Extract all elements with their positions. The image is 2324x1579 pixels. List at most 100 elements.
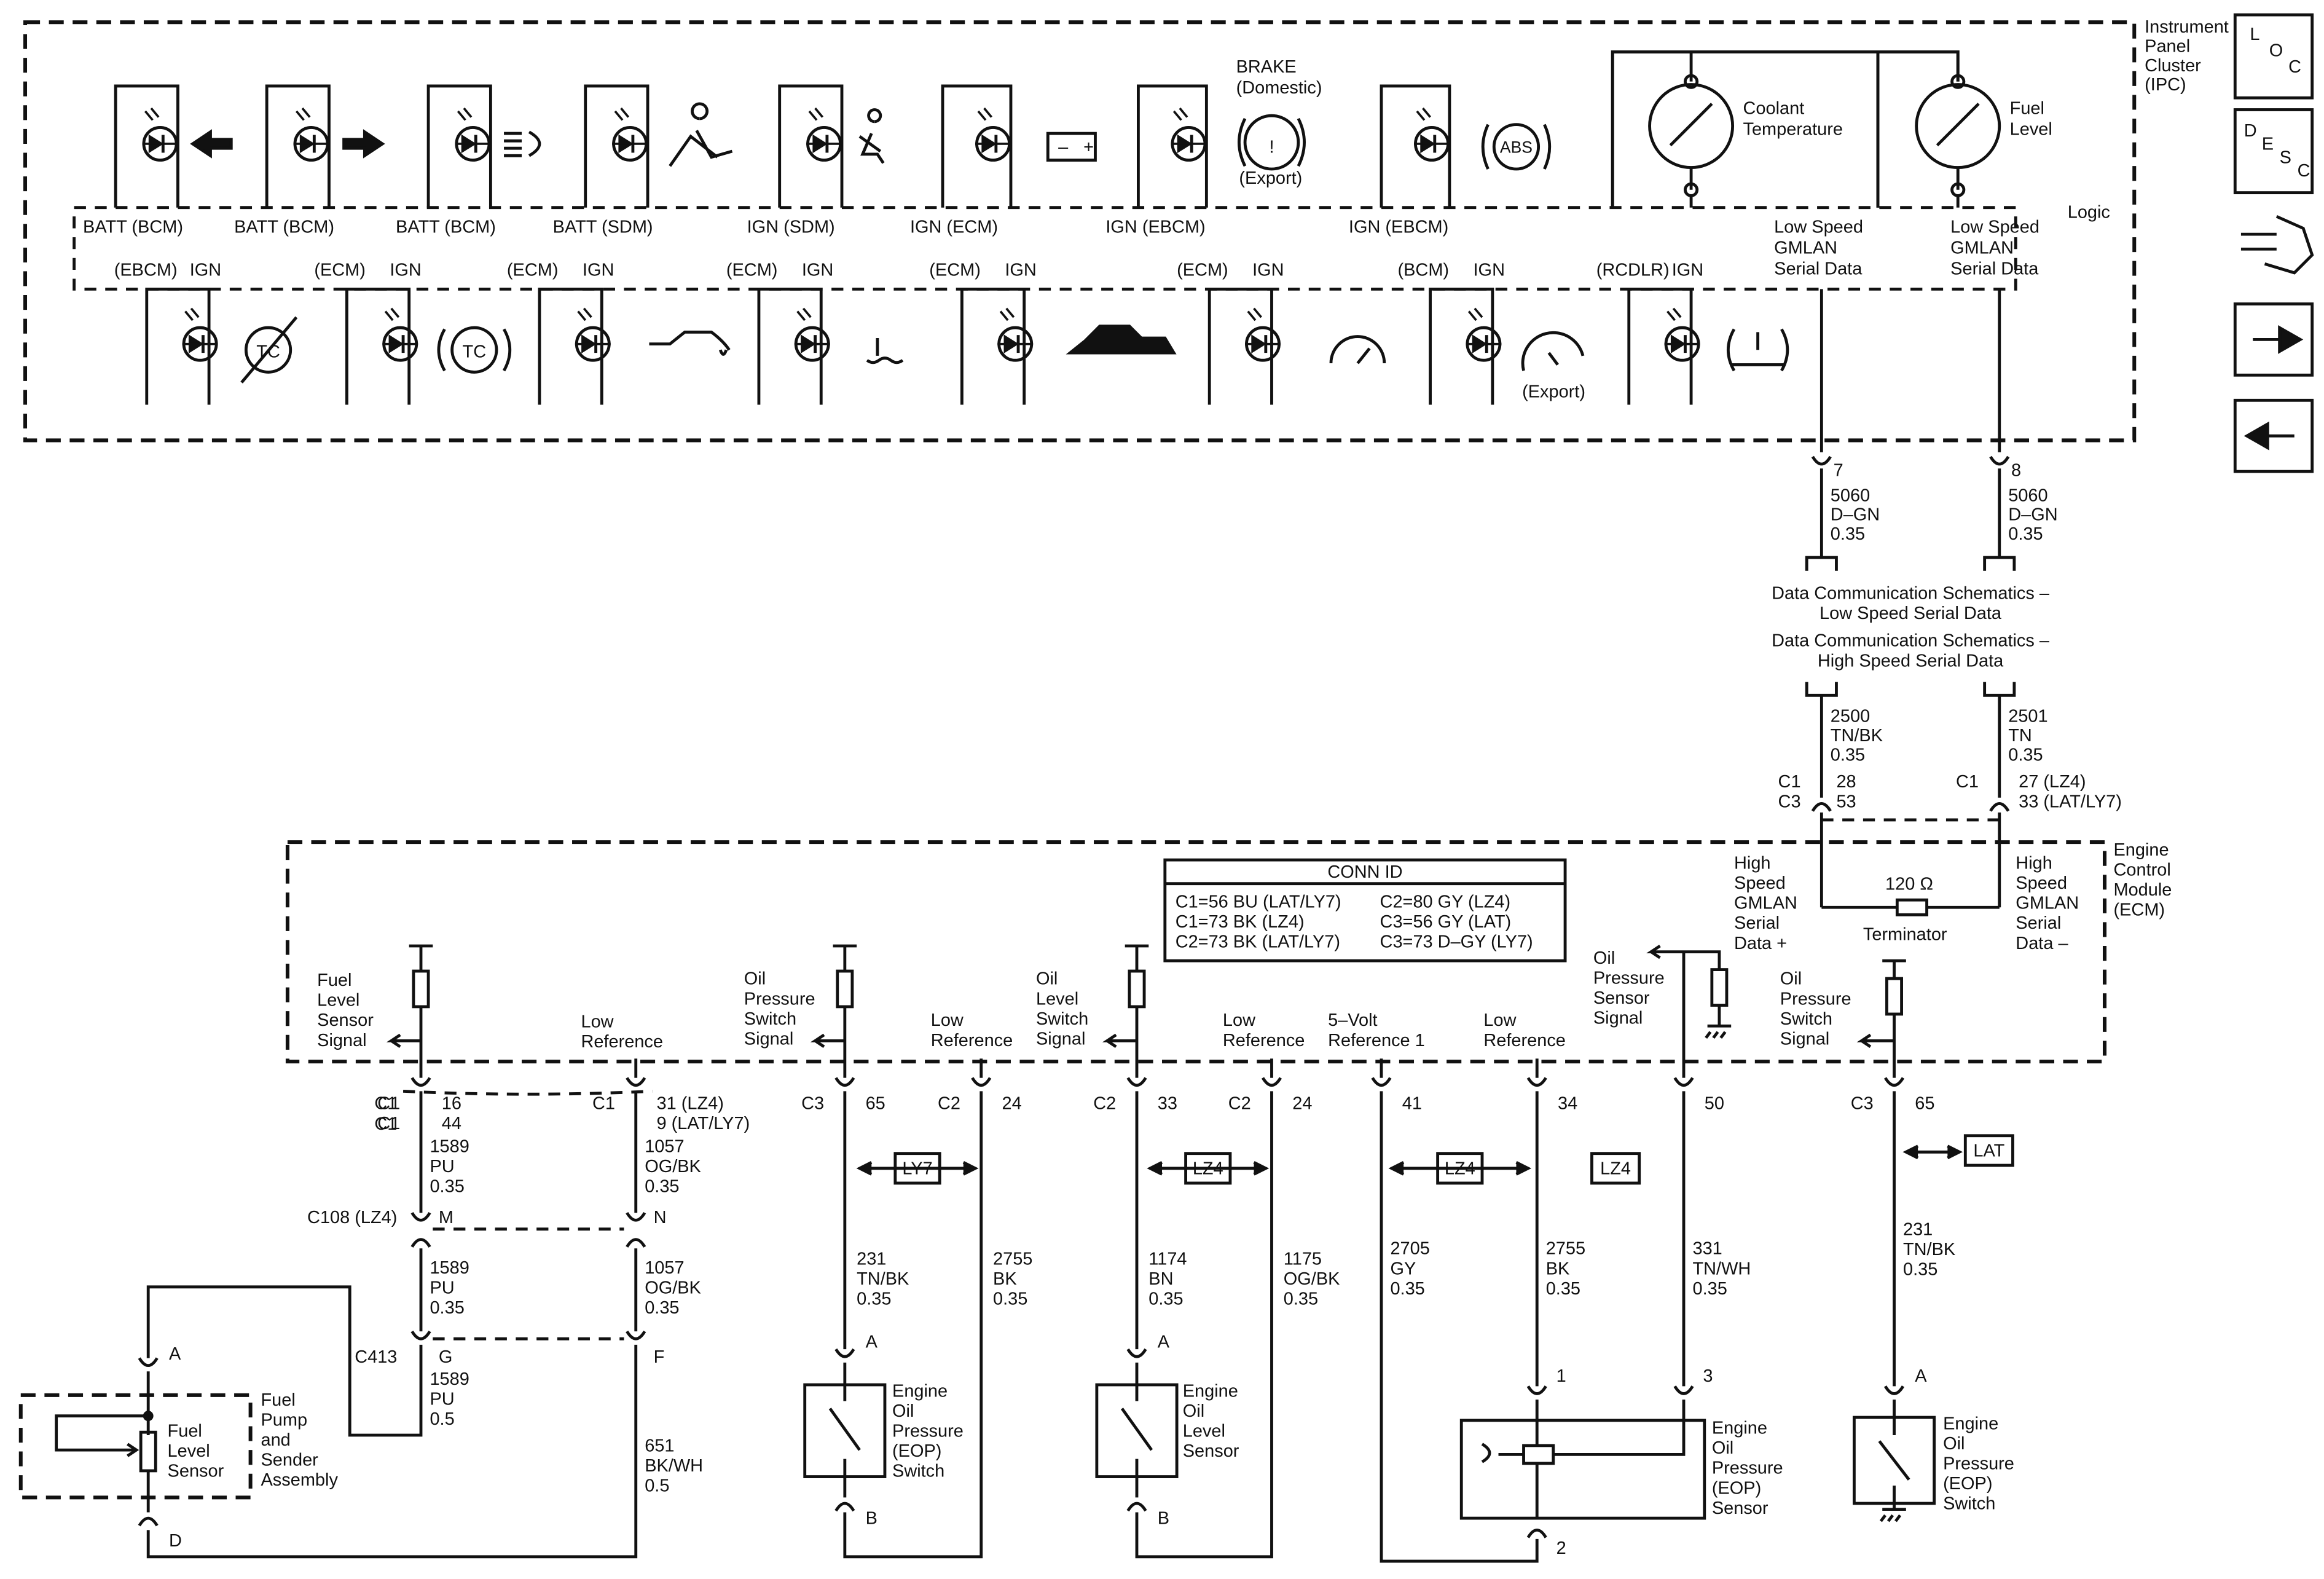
ipc-connector-terminal	[1989, 455, 2010, 466]
variant-tag-label: LAT	[1973, 1141, 2004, 1161]
switch-contact	[828, 1408, 861, 1451]
light-rays-icon	[184, 307, 200, 321]
gauge-label: Coolant	[1743, 99, 1805, 119]
wire-label: 0.35	[1831, 524, 1865, 544]
ecm-pin-number: 44	[442, 1114, 461, 1133]
ecm-pin-terminal	[834, 1077, 855, 1087]
bottom-indicator-ign: IGN	[1474, 261, 1505, 280]
pulldown-resistor	[1710, 968, 1729, 1007]
sender-pin: A	[169, 1344, 181, 1364]
wire-label: 331	[1692, 1239, 1722, 1259]
wire-2755	[843, 1091, 983, 1559]
light-rays-icon	[384, 307, 400, 321]
ecm-connector-id: C3	[1778, 792, 1801, 811]
light-rays-icon	[614, 107, 630, 121]
wire-label: D–GN	[2008, 505, 2057, 525]
harness-break	[1805, 556, 1838, 571]
light-rays-icon	[1416, 107, 1431, 121]
schematic-reference: Data Communication Schematics –	[1772, 631, 2050, 651]
sender-pin: D	[169, 1531, 182, 1551]
schematic-reference: High Speed Serial Data	[1818, 651, 2004, 671]
fuel-level-resistor	[139, 1430, 157, 1473]
wire-label: PU	[430, 1278, 454, 1298]
indicator-circuit	[778, 84, 844, 208]
ecm-signal-label: Pressure	[1780, 989, 1851, 1009]
wire-label: 0.35	[1546, 1279, 1580, 1299]
eop-switch-label: Switch	[892, 1462, 944, 1481]
wire-label: 0.35	[2008, 745, 2043, 765]
ipc-title: (IPC)	[2145, 75, 2186, 95]
indicator-circuit	[426, 84, 492, 208]
loc-letter: O	[2269, 41, 2283, 61]
ipc-pin-number: 7	[1834, 460, 1843, 480]
wire-label: D–GN	[1831, 505, 1880, 525]
conn-id-table	[1163, 858, 1567, 963]
hs-plus-label: GMLAN	[1734, 894, 1797, 913]
conn-id-cell: C2=80 GY (LZ4)	[1380, 892, 1511, 912]
desc-letter: D	[2244, 121, 2257, 141]
signal-arrow-icon	[1102, 1033, 1137, 1049]
ecm-signal-label: Reference 1	[1328, 1031, 1425, 1050]
wire-label: OG/BK	[1284, 1269, 1340, 1289]
top-indicator-source: IGN (EBCM)	[1349, 218, 1448, 237]
variant-arrow	[856, 1161, 873, 1176]
ecm-pin-terminal	[410, 1077, 431, 1087]
high-beam-icon	[504, 130, 541, 157]
wire-label: 5060	[1831, 486, 1870, 505]
battery-icon	[1046, 132, 1097, 162]
ecm-pin-number: 27 (LZ4)	[2019, 772, 2086, 792]
switch-terminal	[1126, 1348, 1147, 1358]
ecm-signal-label: Fuel	[317, 971, 351, 990]
eop-switch-label: Engine	[892, 1381, 948, 1401]
sender-terminal	[138, 1357, 159, 1368]
ground-icon	[1705, 1005, 1732, 1039]
variant-arrow	[1253, 1161, 1270, 1176]
wire-label: 2755	[1546, 1239, 1585, 1259]
wire-label: 1589	[430, 1258, 469, 1278]
wire-label: 651	[645, 1436, 674, 1456]
tire-pressure-icon	[1727, 328, 1789, 372]
wire-label: OG/BK	[645, 1278, 701, 1298]
sensor-pin: 1	[1557, 1366, 1566, 1386]
traction-off-icon	[244, 326, 292, 374]
switch-contact	[1878, 1440, 1910, 1481]
sensor-terminal	[1526, 1385, 1547, 1395]
ecm-signal-label: Oil	[1780, 969, 1802, 989]
eop-sensor-label: Pressure	[1712, 1459, 1783, 1478]
ecm-pin-number: 24	[1002, 1093, 1022, 1113]
ecm-pin-connector: C1	[374, 1114, 397, 1134]
ecm-signal-label: Low	[1223, 1010, 1255, 1030]
bottom-indicator-source: (ECM)	[314, 261, 366, 280]
indicator-circuit	[1627, 287, 1693, 405]
light-rays-icon	[808, 107, 824, 121]
switch-terminal	[834, 1502, 855, 1512]
gauge-pivot	[1950, 74, 1966, 89]
wire-label: TN/BK	[857, 1269, 909, 1289]
gauge-needle	[1936, 103, 1980, 147]
ipc-logic-boundary	[73, 206, 2017, 291]
conn-id-cell: C1=56 BU (LAT/LY7)	[1176, 892, 1341, 912]
hs-minus-label: Serial	[2016, 913, 2061, 933]
ecm-pin-number: 53	[1836, 792, 1856, 811]
ecm-signal-label: Level	[1036, 989, 1078, 1009]
oil-can-icon	[649, 330, 731, 356]
light-rays-icon	[1172, 107, 1188, 121]
airbag-icon	[669, 102, 733, 167]
ecm-signal-label: Oil	[744, 969, 766, 989]
speedometer-export-label: (Export)	[1522, 382, 1585, 401]
indicator-circuit	[584, 84, 650, 208]
ecm-signal-label: Reference	[1223, 1031, 1305, 1050]
conn-id-cell: C3=73 D–GY (LY7)	[1380, 932, 1533, 951]
variant-arrow	[1515, 1161, 1532, 1176]
sensor-pin: 3	[1703, 1366, 1713, 1386]
ecm-title: (ECM)	[2113, 900, 2165, 920]
wire-label: 0.35	[2008, 524, 2043, 544]
ipc-title: Panel	[2145, 36, 2190, 56]
top-indicator-source: BATT (SDM)	[553, 218, 653, 237]
wire-label: 2755	[993, 1250, 1032, 1269]
ecm-pin-connector: C2	[1093, 1093, 1116, 1113]
ecm-pin-number: 16	[442, 1093, 461, 1113]
ecm-signal-label: Switch	[1780, 1009, 1832, 1029]
wiper-arrow	[127, 1443, 139, 1457]
loc-button	[2233, 13, 2314, 100]
